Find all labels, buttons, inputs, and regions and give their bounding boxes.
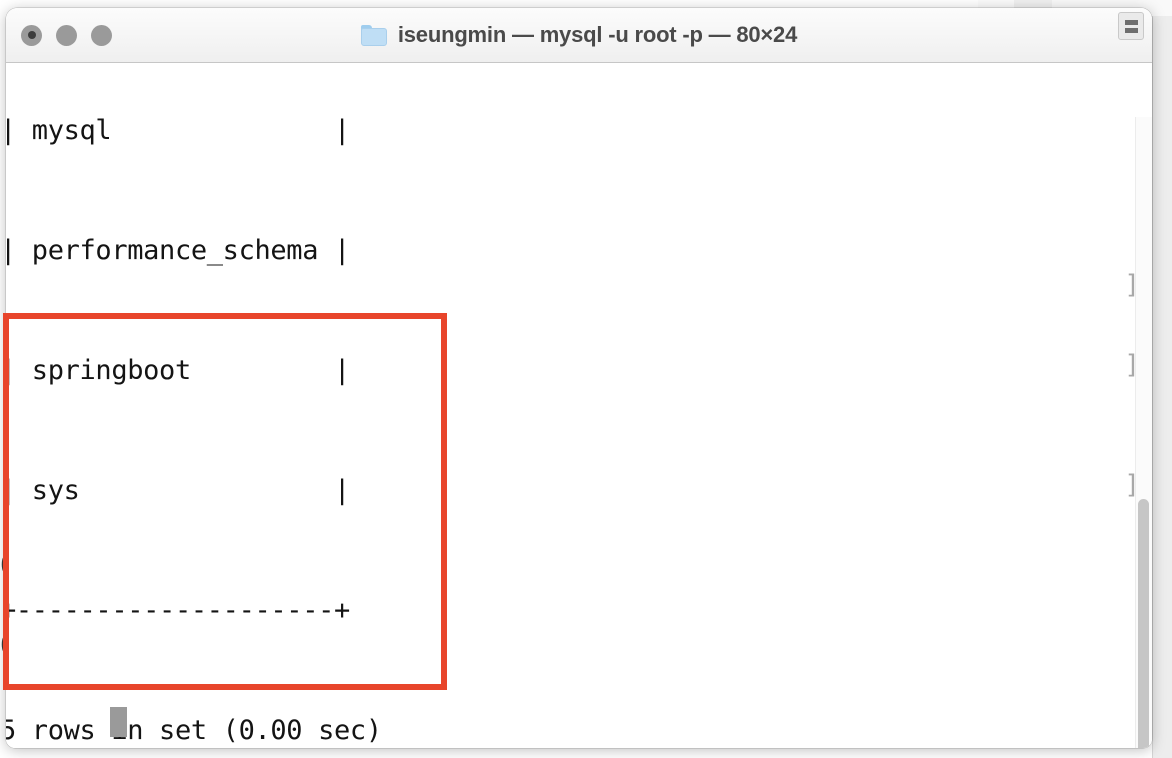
minimize-button[interactable]	[56, 24, 77, 46]
title-center-group: iseungmin — mysql -u root -p — 80×24	[6, 22, 1152, 48]
terminal-line: | springboot |	[6, 355, 350, 386]
terminal-line: | performance_schema |	[6, 235, 350, 266]
split-pane-icon[interactable]	[1118, 12, 1144, 40]
terminal-window: iseungmin — mysql -u root -p — 80×24 | m…	[6, 8, 1152, 748]
scrollbar-thumb[interactable]	[1138, 499, 1149, 748]
background-right-panel	[1152, 16, 1172, 758]
scrollbar[interactable]	[1135, 117, 1152, 748]
terminal-line: 5 rows in set (0.00 sec)	[6, 715, 382, 746]
window-controls	[21, 24, 112, 46]
folder-icon	[360, 24, 387, 46]
text-cursor	[110, 707, 127, 737]
terminal-line: | sys |	[6, 475, 350, 506]
terminal-line: +--------------------+	[6, 595, 350, 626]
terminal-text: | mysql | | performance_schema | | sprin…	[6, 63, 1050, 748]
terminal-line: | mysql |	[6, 115, 350, 146]
title-bar[interactable]: iseungmin — mysql -u root -p — 80×24	[6, 8, 1152, 63]
zoom-button[interactable]	[91, 24, 112, 46]
terminal-output-area[interactable]: | mysql | | performance_schema | | sprin…	[6, 63, 1152, 748]
window-title: iseungmin — mysql -u root -p — 80×24	[397, 22, 798, 47]
close-button[interactable]	[21, 24, 42, 46]
